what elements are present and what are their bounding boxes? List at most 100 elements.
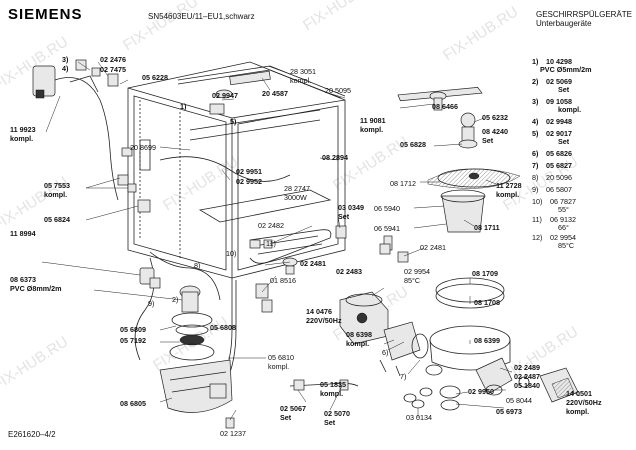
part-number: 02 9951 — [236, 167, 262, 176]
dosing-unit — [32, 59, 119, 201]
document-title: GESCHIRRSPÜLGERÄTE — [536, 10, 633, 19]
part-number: 14 0501 — [566, 389, 592, 398]
part-note: kompl. — [44, 190, 68, 199]
part-number: 02 9947 — [212, 91, 238, 100]
small-parts — [225, 225, 425, 429]
part-note: kompl. — [346, 339, 370, 348]
part-number: 08 1711 — [474, 223, 500, 232]
part-number: 08 4240 — [482, 127, 508, 136]
callout: 10) — [226, 249, 237, 258]
legend-number: 3) — [532, 97, 539, 106]
legend-part: 06 7827 — [550, 197, 576, 206]
part-note: kompl. — [360, 125, 384, 134]
part-number: 02 2487 — [514, 372, 540, 381]
part-number: 03 0134 — [406, 413, 432, 422]
callout: 1) — [180, 102, 187, 111]
legend-part: 20 5096 — [546, 173, 572, 182]
part-number: 08 6805 — [120, 399, 146, 408]
part-number: 05 7192 — [120, 336, 146, 345]
part-note: kompl. — [10, 134, 34, 143]
legend-number: 1) — [532, 57, 539, 66]
brand-logo: SIEMENS — [8, 6, 83, 23]
part-number: 05 6828 — [400, 140, 426, 149]
legend-part: 02 5069 — [546, 77, 572, 86]
callout: 5) — [230, 117, 237, 126]
part-note: kompl. — [290, 76, 312, 85]
callout: 11) — [266, 239, 276, 248]
model-number: SN54603EU/11–EU1,schwarz — [148, 12, 255, 21]
part-number: 05 6973 — [496, 407, 522, 416]
part-note: PVC Ø8mm/2m — [10, 284, 62, 293]
part-number: 02 5070 — [324, 409, 350, 418]
legend-number: 10) — [532, 197, 543, 206]
part-number: 05 1835 — [320, 380, 346, 389]
legend-part: 02 9954 — [550, 233, 576, 242]
callout: 4) — [62, 64, 69, 73]
legend-number: 5) — [532, 129, 539, 138]
part-number: 08 2894 — [322, 153, 348, 162]
side-clips — [117, 139, 151, 213]
legend-part: 06 9132 — [550, 215, 576, 224]
part-number: 08 1708 — [474, 298, 500, 307]
part-note: Set — [482, 136, 494, 145]
part-number: 08 6373 — [10, 275, 36, 284]
part-number: 02 2489 — [514, 363, 540, 372]
part-number: 05 7553 — [44, 181, 70, 190]
legend-part: 05 6826 — [546, 149, 572, 158]
part-number: 20 5095 — [325, 86, 351, 95]
part-number: 06 5940 — [374, 204, 400, 213]
drain-pump — [439, 357, 579, 411]
legend-note: PVC Ø5mm/2m — [540, 65, 592, 74]
legend-number: 6) — [532, 149, 539, 158]
part-number: 02 2476 — [100, 55, 126, 64]
part-number: 02 2481 — [420, 243, 446, 252]
part-number: 11 8994 — [10, 229, 36, 238]
part-number: 02 7475 — [100, 65, 126, 74]
part-note: kompl. — [566, 407, 590, 416]
part-number: 02 2482 — [258, 221, 284, 230]
part-number: 02 9952 — [236, 177, 262, 186]
part-number: 11 2728 — [496, 181, 522, 190]
sump-assembly — [159, 285, 233, 413]
upper-spray-arm — [397, 86, 483, 149]
callout: 9) — [148, 299, 155, 308]
part-number: 11 9923 — [10, 125, 36, 134]
part-note: 85°C — [404, 276, 421, 285]
part-number: 02 9950 — [468, 387, 494, 396]
part-number: 28 2747 — [284, 184, 310, 193]
part-number: 05 1840 — [514, 381, 540, 390]
legend-number: 4) — [532, 117, 539, 126]
callout: 3) — [62, 55, 69, 64]
legend-part: 05 6827 — [546, 161, 572, 170]
document-subtitle: Unterbaugeräte — [536, 19, 592, 28]
door-seal — [177, 65, 346, 115]
part-number: 06 5941 — [374, 224, 400, 233]
part-note: 220V/50Hz — [566, 398, 602, 407]
part-number: 02 2483 — [336, 267, 362, 276]
legend-note: 66° — [558, 223, 569, 232]
part-number: 05 6228 — [142, 73, 168, 82]
part-number: 14 0476 — [306, 307, 332, 316]
part-number: 05 8044 — [506, 396, 532, 405]
part-number: 02 9954 — [404, 267, 430, 276]
callout: 6) — [382, 348, 389, 357]
legend-number: 12) — [532, 233, 543, 242]
legend-note: Set — [558, 85, 570, 94]
legend-part: 09 1058 — [546, 97, 572, 106]
drawing-id: E261620–4/2 — [8, 430, 56, 439]
callout: 2) — [172, 295, 179, 304]
part-number: 01 8516 — [270, 276, 296, 285]
part-number: 02 1237 — [220, 429, 246, 438]
part-note: Set — [324, 418, 336, 427]
legend-number: 9) — [532, 185, 539, 194]
part-note: 220V/50Hz — [306, 316, 342, 325]
part-number: 08 6399 — [474, 336, 500, 345]
part-number: 03 0349 — [338, 203, 364, 212]
part-number: 02 5067 — [280, 404, 306, 413]
part-number: 20 8699 — [130, 143, 156, 152]
legend-note: 55° — [558, 205, 569, 214]
callout: 8) — [194, 261, 201, 270]
part-number: 05 6809 — [120, 325, 146, 334]
